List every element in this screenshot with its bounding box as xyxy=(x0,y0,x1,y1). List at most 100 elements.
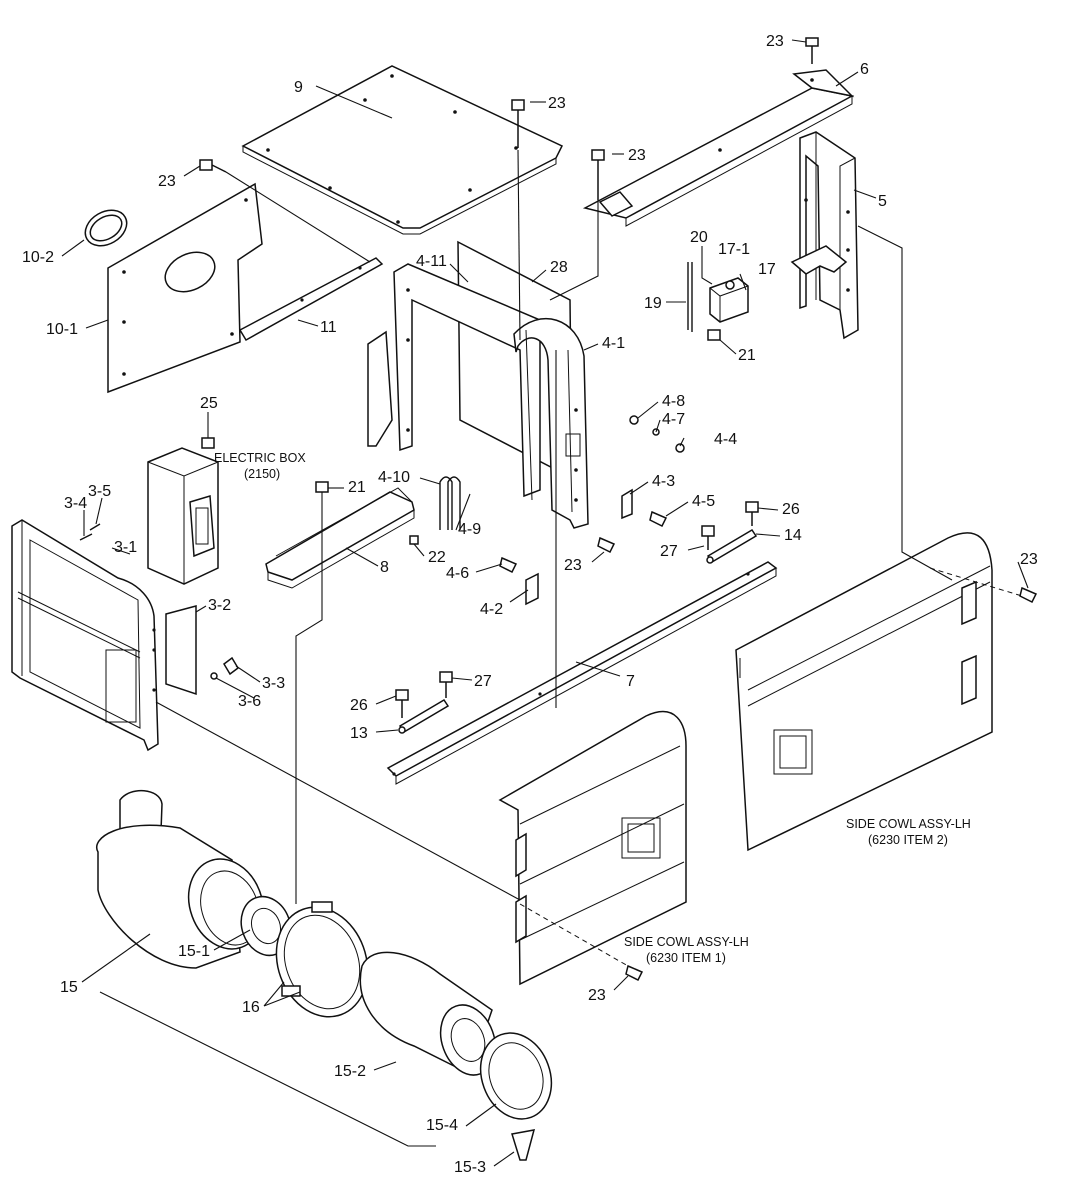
part-17-switch-box xyxy=(709,277,749,323)
label-4-7: 4-7 xyxy=(662,411,685,428)
cowl-1-ref: (6230 ITEM 1) xyxy=(646,951,726,965)
part-9-top-panel xyxy=(241,65,564,235)
label-3-6: 3-6 xyxy=(238,693,261,710)
label-17: 17 xyxy=(758,261,776,278)
bolt-23-top-right xyxy=(805,37,819,64)
label-14: 14 xyxy=(784,527,802,544)
part-10-1-side-panel xyxy=(107,182,263,394)
label-23-bracket6: 23 xyxy=(628,147,646,164)
wing-3-3 xyxy=(223,656,239,676)
part-6-upper-rail xyxy=(582,69,855,227)
bolt-4-5 xyxy=(649,510,668,528)
bolt-23-panel10 xyxy=(199,159,227,173)
electric-box-title: ELECTRIC BOX xyxy=(214,451,306,465)
label-26-left: 26 xyxy=(350,697,368,714)
bolt-27-left xyxy=(439,671,453,698)
bolt-22 xyxy=(409,535,419,545)
bolt-23-right xyxy=(1019,586,1038,604)
part-16-clamp-band xyxy=(275,901,369,1018)
label-10-2: 10-2 xyxy=(22,249,54,266)
part-4-10-u-bolt xyxy=(439,476,461,530)
label-4-10: 4-10 xyxy=(378,469,410,486)
side-cowl-item-2 xyxy=(735,532,993,852)
part-15-3-valve xyxy=(511,1129,536,1161)
label-21-box: 21 xyxy=(738,347,756,364)
part-4-3-clip xyxy=(621,488,633,520)
part-10-2-grommet xyxy=(84,209,128,247)
part-14-latch xyxy=(706,528,758,564)
cowl-2-ref: (6230 ITEM 2) xyxy=(868,833,948,847)
label-17-1: 17-1 xyxy=(718,241,750,258)
washer-3-6 xyxy=(210,672,218,680)
label-16: 16 xyxy=(242,999,260,1016)
label-5: 5 xyxy=(878,193,887,210)
screw-3-4 xyxy=(79,533,93,541)
label-9: 9 xyxy=(294,79,303,96)
label-20: 20 xyxy=(690,229,708,246)
part-4-2-clip xyxy=(525,572,539,606)
label-4-1: 4-1 xyxy=(602,335,625,352)
label-4-8: 4-8 xyxy=(662,393,685,410)
label-23-bottom: 23 xyxy=(588,987,606,1004)
bolt-4-4 xyxy=(675,443,685,453)
label-3-5: 3-5 xyxy=(88,483,111,500)
label-4-3: 4-3 xyxy=(652,473,675,490)
bolt-23-panel9 xyxy=(511,99,525,148)
part-labels: 9 23 6 23 23 23 5 10-2 10-1 11 4-11 28 2… xyxy=(22,33,1038,1176)
label-27-left: 27 xyxy=(474,673,492,690)
label-4-11: 4-11 xyxy=(416,253,447,270)
bolt-23-bracket6 xyxy=(591,149,605,200)
label-23-mid: 23 xyxy=(564,557,582,574)
part-19-rod xyxy=(687,262,693,332)
label-21-tray: 21 xyxy=(348,479,366,496)
fasteners xyxy=(79,37,1038,982)
cowl-2-title: SIDE COWL ASSY-LH xyxy=(846,817,971,831)
label-25: 25 xyxy=(200,395,218,412)
label-15-1: 15-1 xyxy=(178,943,210,960)
callout-notes: ELECTRIC BOX (2150) SIDE COWL ASSY-LH (6… xyxy=(214,451,971,965)
label-3-2: 3-2 xyxy=(208,597,231,614)
label-27-right: 27 xyxy=(660,543,678,560)
part-15-air-cleaner xyxy=(96,790,292,969)
electric-box xyxy=(147,447,219,585)
label-4-6: 4-6 xyxy=(446,565,469,582)
part-3-1-grille xyxy=(11,519,159,752)
part-4-1-frame xyxy=(367,263,589,529)
label-15: 15 xyxy=(60,979,78,996)
bolt-23-bottom xyxy=(625,964,644,982)
label-15-3: 15-3 xyxy=(454,1159,486,1176)
bolt-27-right xyxy=(701,525,715,550)
label-11: 11 xyxy=(320,319,337,336)
part-11-strip xyxy=(238,257,384,342)
assembly-lines xyxy=(155,149,1023,967)
bolt-21-box xyxy=(707,329,721,341)
part-7-lower-rail xyxy=(386,561,778,785)
washer-4-8 xyxy=(629,415,639,425)
label-13: 13 xyxy=(350,725,368,742)
cowl-1-title: SIDE COWL ASSY-LH xyxy=(624,935,749,949)
label-4-2: 4-2 xyxy=(480,601,503,618)
label-23-panel10: 23 xyxy=(158,173,176,190)
label-15-4: 15-4 xyxy=(426,1117,458,1134)
bolt-21-tray xyxy=(315,481,329,493)
label-19: 19 xyxy=(644,295,662,312)
label-3-1: 3-1 xyxy=(114,539,137,556)
side-cowl-item-1 xyxy=(498,710,687,986)
label-23-panel9: 23 xyxy=(548,95,566,112)
label-10-1: 10-1 xyxy=(46,321,78,338)
label-8: 8 xyxy=(380,559,389,576)
part-15-4-end-cap xyxy=(479,1032,553,1120)
bolt-25 xyxy=(201,437,215,449)
label-23-right: 23 xyxy=(1020,551,1038,568)
bolt-4-6 xyxy=(499,556,518,574)
bolt-23-mid xyxy=(597,536,616,554)
label-22: 22 xyxy=(428,549,446,566)
label-4-5: 4-5 xyxy=(692,493,715,510)
label-7: 7 xyxy=(626,673,635,690)
screw-3-5 xyxy=(89,523,101,531)
bolt-26-left xyxy=(395,689,409,718)
part-13-latch xyxy=(398,698,450,734)
label-23-top-right: 23 xyxy=(766,33,784,50)
label-4-9: 4-9 xyxy=(458,521,481,538)
